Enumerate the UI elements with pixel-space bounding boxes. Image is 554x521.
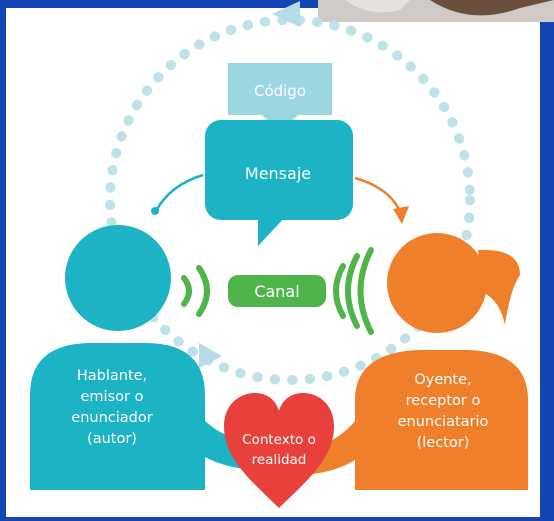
hablante-line-2: emisor o bbox=[81, 389, 144, 405]
oyente-body bbox=[355, 350, 528, 490]
oyente-line-3: enunciatario bbox=[398, 414, 489, 430]
contexto-line-2: realidad bbox=[252, 452, 307, 468]
oyente-line-2: receptor o bbox=[406, 393, 481, 409]
canal-pill bbox=[228, 275, 326, 307]
hablante-line-3: enunciador bbox=[71, 410, 152, 426]
hablante-head bbox=[65, 225, 171, 331]
oyente-text: Oyente, receptor o enunciatario (lector) bbox=[398, 372, 489, 451]
hablante-body bbox=[30, 343, 205, 490]
oyente-head bbox=[387, 233, 487, 333]
photo-fragment bbox=[318, 0, 554, 22]
hablante-text: Hablante, emisor o enunciador (autor) bbox=[71, 368, 152, 447]
emitter-dot bbox=[151, 207, 159, 215]
cycle-arrow-bottom-icon bbox=[199, 343, 222, 368]
cycle-arrow-top-icon bbox=[272, 1, 300, 27]
contexto-line-1: Contexto o bbox=[242, 432, 316, 448]
oyente-line-1: Oyente, bbox=[414, 372, 471, 388]
signal-waves-left-icon bbox=[181, 265, 210, 317]
canal-label: Canal bbox=[254, 282, 299, 301]
receiver-arrow-icon bbox=[393, 206, 409, 224]
oyente-line-4: (lector) bbox=[417, 435, 470, 451]
hablante-figure bbox=[30, 225, 262, 490]
signal-waves-right-icon bbox=[333, 247, 374, 335]
oyente-ponytail bbox=[478, 249, 520, 325]
contexto-text: Contexto o realidad bbox=[242, 432, 316, 468]
mensaje-bubble bbox=[205, 120, 353, 246]
mensaje-label: Mensaje bbox=[245, 164, 311, 183]
codigo-box bbox=[228, 63, 332, 115]
codigo-label: Código bbox=[254, 82, 306, 100]
oyente-figure bbox=[295, 233, 528, 490]
cycle-dotted-circle bbox=[105, 15, 475, 385]
heart-icon bbox=[224, 393, 334, 508]
hablante-line-1: Hablante, bbox=[77, 368, 147, 384]
hablante-line-4: (autor) bbox=[87, 431, 137, 447]
emitter-curve bbox=[154, 173, 204, 212]
